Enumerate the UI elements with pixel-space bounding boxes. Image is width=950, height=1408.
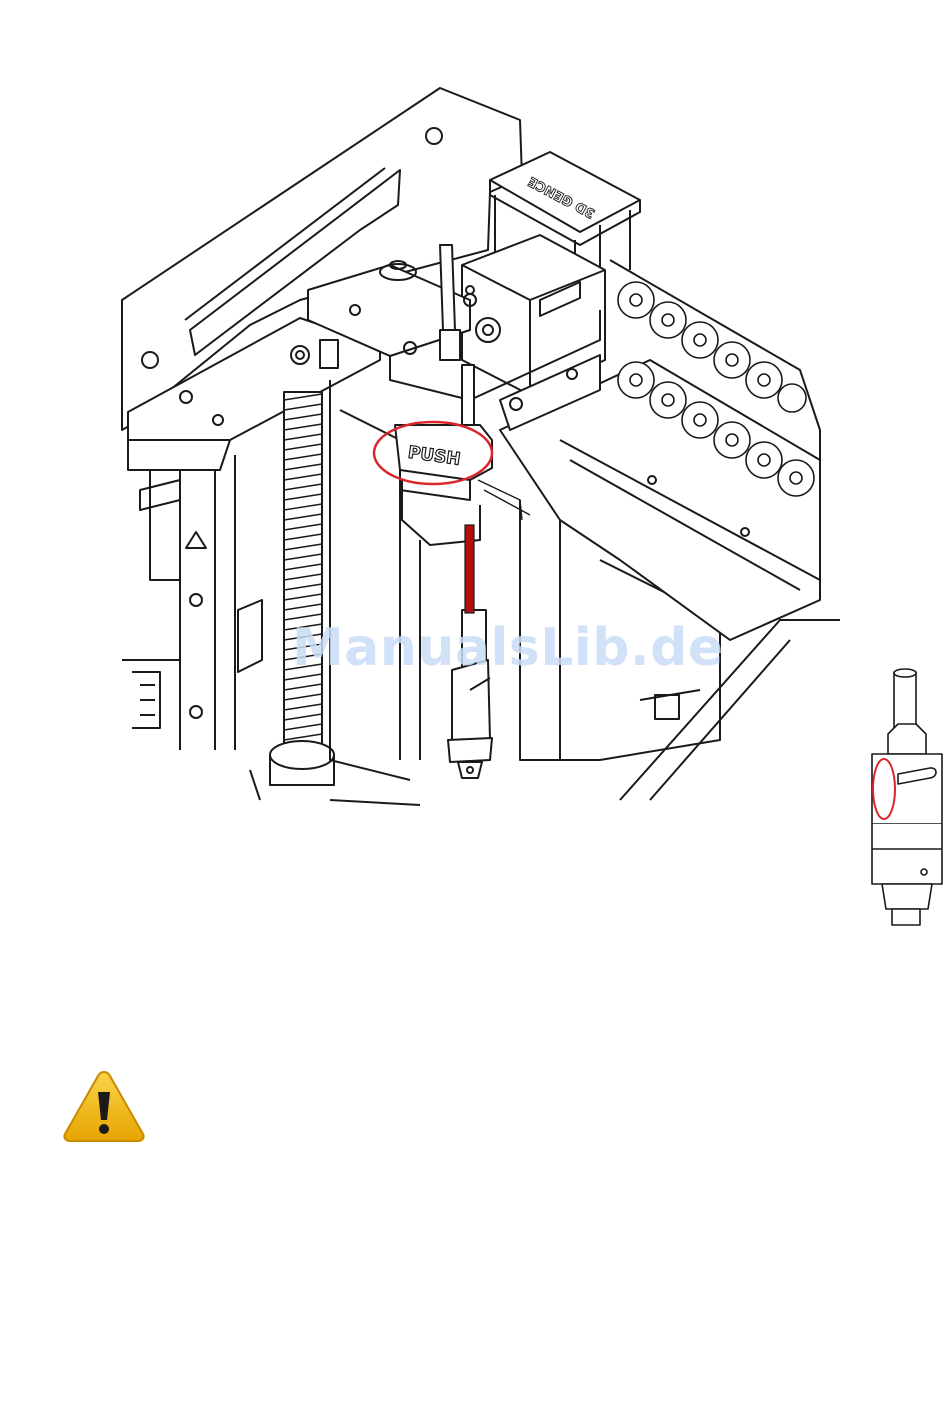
printer-head-illustration: PUSH 3D GENCE: [0, 0, 950, 1000]
warning-icon: [62, 1068, 146, 1144]
nozzle-detail-illustration: [858, 664, 948, 934]
